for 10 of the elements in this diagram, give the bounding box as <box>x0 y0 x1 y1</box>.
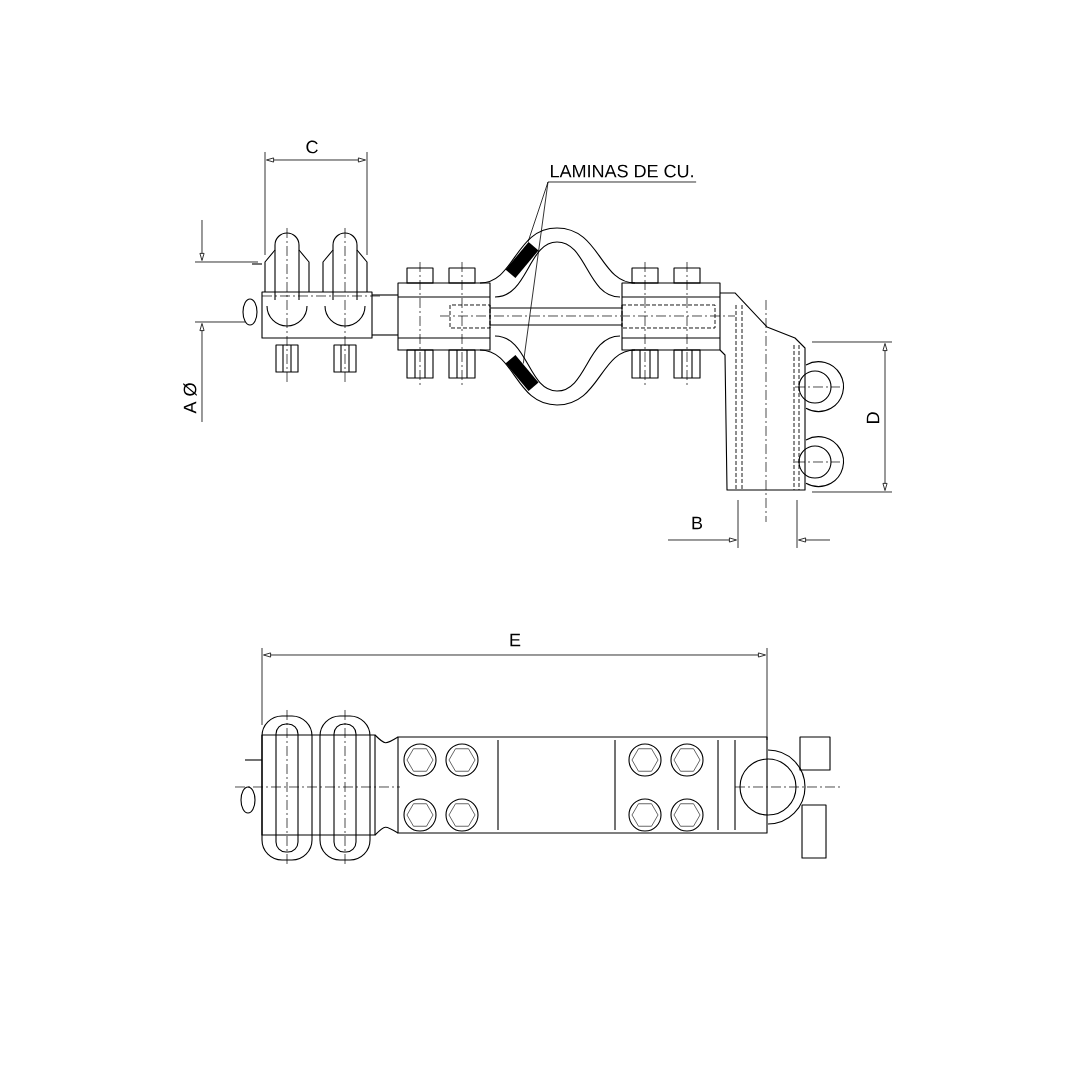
dimension-label: C <box>306 140 318 154</box>
dimension-label: E <box>510 633 521 647</box>
leader-line <box>522 181 549 364</box>
dimension-label: B <box>692 516 703 530</box>
leader-line <box>527 181 549 243</box>
copper-lamina <box>505 242 539 278</box>
copper-lamina <box>505 355 539 391</box>
dimension-label: D <box>866 412 880 423</box>
callout-label: LAMINAS DE CU. <box>547 164 697 183</box>
dimension-label: A Ø <box>183 383 197 414</box>
